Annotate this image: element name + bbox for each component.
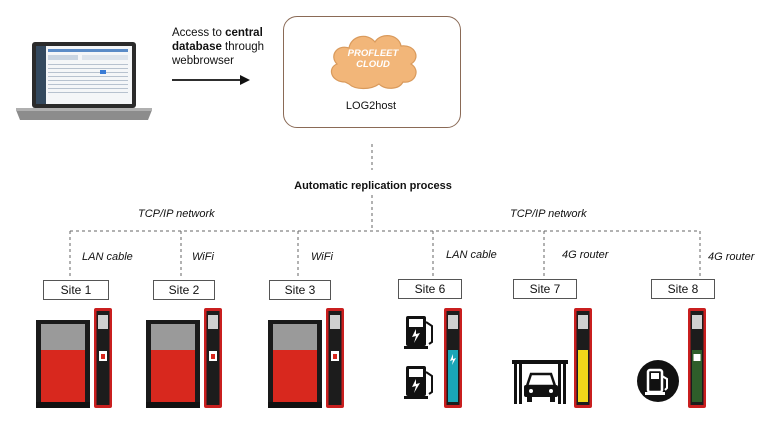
cloud-name: PROFLEET CLOUD [331,48,415,70]
cloud-name-line2: CLOUD [356,59,390,70]
connection-label-site-6: LAN cable [446,249,497,261]
ev-charger-icon [637,308,706,408]
network-label-left: TCP/IP network [138,208,215,220]
connection-label-site-1: LAN cable [82,251,133,263]
car-wash-icon [512,308,592,408]
fuel-pumps-icon [404,308,462,408]
cloud-icon [330,35,417,90]
site-1-label: Site 1 [43,280,109,300]
access-bold: central database [172,27,263,53]
access-description: Access to central database through webbr… [172,26,282,68]
replication-label: Automatic replication process [294,180,452,192]
connection-label-site-7: 4G router [562,249,609,261]
connection-label-site-8: 4G router [708,251,755,263]
tank-with-pump-icon [146,308,222,408]
cloud-name-line1: PROFLEET [347,48,399,59]
fuel-pump-icon [404,366,433,399]
site-8-label: Site 8 [651,279,715,299]
site-3-label: Site 3 [269,280,331,300]
tank-with-pump-icon [268,308,344,408]
site-7-label: Site 7 [513,279,577,299]
connection-label-site-3: WiFi [311,251,333,263]
connection-label-site-2: WiFi [192,251,214,263]
site-2-label: Site 2 [153,280,215,300]
access-prefix: Access to [172,27,226,39]
access-suffix: through webbrowser [172,41,265,67]
site-6-label: Site 6 [398,279,462,299]
tank-with-pump-icon [36,308,112,408]
network-label-right: TCP/IP network [510,208,587,220]
arrow-right-icon [172,75,250,85]
host-label: LOG2host [345,100,397,112]
fuel-pump-icon [404,316,433,349]
laptop-icon [16,42,152,120]
